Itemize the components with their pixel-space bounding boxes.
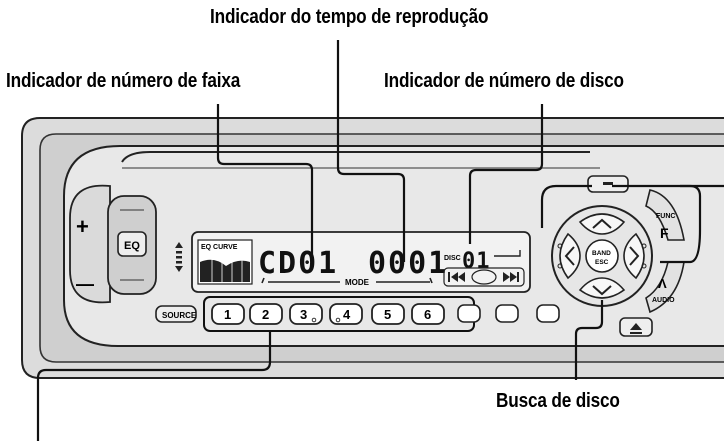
- preset-button-5-label: 5: [384, 307, 391, 322]
- func-button[interactable]: [645, 189, 685, 241]
- level-indicator-icon: [175, 242, 183, 272]
- joystick-dot-3: [641, 243, 647, 249]
- disc-nav-box: [443, 267, 525, 287]
- preset-button-4-dot-icon: [335, 317, 341, 323]
- preset-button-6-label: 6: [424, 307, 431, 322]
- callout-disc-search: Busca de disco: [496, 390, 620, 412]
- up-arrow-icon: [592, 218, 612, 229]
- multi-control-left-button[interactable]: [559, 232, 581, 280]
- callout-disc-number: Indicador de número de disco: [384, 70, 624, 92]
- joystick-bracket-left: [540, 184, 592, 228]
- leader-track-number: [216, 104, 314, 262]
- band-esc-button[interactable]: [585, 239, 619, 273]
- leader-playback-time: [336, 40, 406, 262]
- previous-track-icon: [448, 272, 465, 282]
- leader-disc-number: [468, 104, 544, 244]
- joystick-dot-4: [641, 263, 647, 269]
- minus-label: —: [76, 274, 94, 294]
- up-arrow-label: Λ: [658, 276, 667, 291]
- lcd-time-text: 0001: [368, 246, 448, 281]
- callout-track-number: Indicador de número de faixa: [6, 70, 241, 92]
- eq-label: EQ: [124, 240, 140, 252]
- blank-button-2[interactable]: [495, 304, 519, 323]
- esc-label: ESC: [595, 259, 609, 266]
- leader-preset-buttons: [36, 331, 272, 441]
- band-label: BAND: [592, 250, 611, 257]
- source-button-label: SOURCE: [162, 311, 197, 320]
- volume-rocker: [69, 184, 111, 304]
- preset-button-6[interactable]: 6: [411, 303, 445, 325]
- preset-button-2[interactable]: 2: [249, 303, 283, 325]
- open-icon: [603, 182, 613, 185]
- display-window: [191, 231, 531, 293]
- lcd-source-text: CD01: [258, 246, 338, 281]
- leader-disc-search: [574, 300, 604, 380]
- callout-playback-time: Indicador do tempo de reprodução: [210, 6, 489, 28]
- joystick-dot-1: [557, 243, 563, 249]
- preset-button-2-label: 2: [262, 307, 269, 322]
- preset-button-3-label: 3: [300, 307, 307, 322]
- preset-button-5[interactable]: 5: [371, 303, 405, 325]
- disc-nav-ring-icon: [471, 269, 497, 285]
- audio-button[interactable]: [645, 261, 685, 314]
- preset-button-1-label: 1: [224, 307, 231, 322]
- audio-label: AUDIO: [652, 297, 675, 304]
- plus-label: +: [76, 214, 89, 239]
- preset-button-3-dot-icon: [311, 317, 317, 323]
- blank-button-1[interactable]: [457, 304, 481, 323]
- joystick-dot-2: [557, 263, 563, 269]
- preset-button-1[interactable]: 1: [211, 303, 245, 325]
- eq-curve-grid: [211, 258, 243, 282]
- mode-bar: [261, 277, 433, 284]
- right-arrow-icon: [629, 246, 640, 266]
- multi-control-up-button[interactable]: [578, 213, 626, 235]
- preset-button-4-label: 4: [343, 307, 351, 322]
- multi-control-right-button[interactable]: [623, 232, 645, 280]
- down-arrow-icon: [592, 285, 612, 296]
- eq-curve-graph: [200, 259, 250, 282]
- preset-button-3[interactable]: 3: [289, 303, 323, 325]
- disc-indicator-bracket: [494, 250, 521, 257]
- f-label: F: [660, 225, 669, 241]
- source-button[interactable]: [155, 305, 197, 323]
- preset-button-4[interactable]: 4: [329, 303, 363, 325]
- blank-button-3[interactable]: [536, 304, 560, 323]
- disc-label: DISC: [444, 255, 461, 262]
- next-track-icon: [503, 272, 519, 282]
- multi-control-down-button[interactable]: [578, 277, 626, 299]
- mode-label: MODE: [345, 278, 370, 287]
- eq-button[interactable]: [117, 231, 147, 257]
- cd-slot: [121, 151, 590, 163]
- func-label: FUNC: [656, 213, 675, 220]
- left-arrow-icon: [564, 246, 575, 266]
- eject-icon: [630, 323, 642, 334]
- eq-curve-label: EQ CURVE: [201, 244, 238, 251]
